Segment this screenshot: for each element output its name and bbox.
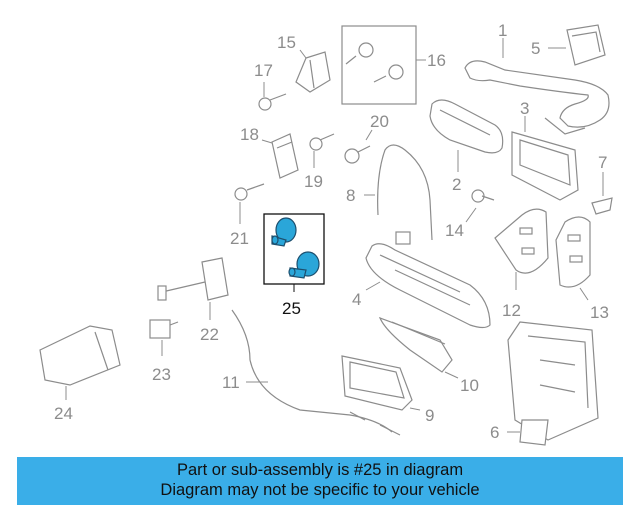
- parts-diagram: 1 2 3 4 5 6 7: [39, 21, 613, 446]
- callout-14: 14: [445, 221, 464, 240]
- part-19-bolt: 19: [304, 133, 335, 191]
- callout-25: 25: [282, 299, 301, 318]
- part-11-cable: 11: [222, 309, 401, 436]
- part-6-door-latch: 6: [490, 321, 599, 446]
- callout-1: 1: [498, 21, 507, 40]
- callout-13: 13: [590, 303, 609, 322]
- part-15-bracket: 15: [277, 33, 331, 93]
- part-12-reinforcement: 12: [494, 208, 549, 320]
- callout-12: 12: [502, 301, 521, 320]
- part-1-outside-handle: 1: [464, 21, 610, 135]
- clip-icon: [288, 251, 320, 279]
- part-3-gasket: 3: [511, 99, 579, 201]
- callout-21: 21: [230, 229, 249, 248]
- part-22-check-strap: 22: [157, 257, 229, 344]
- callout-6: 6: [490, 423, 499, 442]
- callout-8: 8: [346, 186, 355, 205]
- callout-11: 11: [222, 373, 240, 392]
- part-9-escutcheon: 9: [341, 355, 434, 425]
- part-4-inside-handle: 4: [352, 243, 491, 329]
- part-14-clip: 14: [445, 189, 495, 240]
- part-17-bolt: 17: [254, 61, 287, 111]
- part-16-bolt-set: 16: [341, 25, 446, 105]
- callout-7: 7: [598, 153, 607, 172]
- callout-16: 16: [427, 51, 446, 70]
- part-25-clips: 25: [263, 213, 325, 318]
- callout-3: 3: [520, 99, 529, 118]
- part-13-plate: 13: [555, 216, 609, 322]
- banner-line-1: Part or sub-assembly is #25 in diagram: [176, 461, 464, 479]
- info-banner: Part or sub-assembly is #25 in diagram D…: [17, 457, 623, 505]
- callout-19: 19: [304, 172, 323, 191]
- part-23-stopper: 23: [149, 319, 179, 384]
- part-5-end-cap: 5: [531, 24, 606, 66]
- clip-icon: [271, 217, 297, 247]
- callout-17: 17: [254, 61, 273, 80]
- callout-5: 5: [531, 39, 540, 58]
- part-10-trim: 10: [378, 316, 479, 395]
- callout-4: 4: [352, 290, 361, 309]
- banner-line-2: Diagram may not be specific to your vehi…: [160, 481, 480, 499]
- part-2-handle-bezel: 2: [429, 99, 504, 194]
- callout-10: 10: [460, 376, 479, 395]
- callout-23: 23: [152, 365, 171, 384]
- part-24-cover: 24: [39, 325, 121, 423]
- part-18-hinge: 18: [240, 125, 299, 179]
- part-21-bolt: 21: [230, 183, 265, 248]
- callout-2: 2: [452, 175, 461, 194]
- callout-18: 18: [240, 125, 259, 144]
- part-7-screw: 7: [591, 153, 613, 215]
- callout-20: 20: [370, 112, 389, 131]
- callout-24: 24: [54, 404, 73, 423]
- callout-22: 22: [200, 325, 219, 344]
- part-8-rod: 8: [346, 144, 433, 245]
- callout-9: 9: [425, 406, 434, 425]
- part-20-bolt: 20: [344, 112, 389, 164]
- callout-15: 15: [277, 33, 296, 52]
